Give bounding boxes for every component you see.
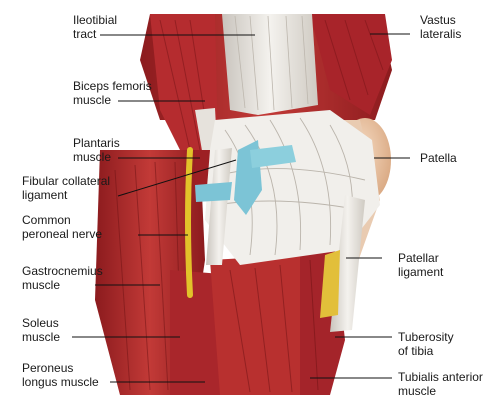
articular-cartilage: [250, 145, 296, 168]
leader-fibular: [117, 159, 237, 197]
label-iliotibial-tract: Ileotibial tract: [73, 13, 118, 41]
label-fibular-collateral: Fibular collateral ligament: [22, 174, 111, 202]
label-peroneus-longus: Peroneus longus muscle: [22, 361, 99, 389]
label-common-peroneal: Common peroneal nerve: [22, 213, 103, 241]
label-soleus: Soleus muscle: [22, 316, 61, 344]
label-patella: Patella: [420, 151, 457, 165]
label-gastrocnemius: Gastrocnemius muscle: [22, 264, 103, 292]
label-tibialis-anterior: Tubialis anterior muscle: [398, 370, 483, 398]
label-patellar-ligament: Patellar ligament: [398, 251, 444, 279]
peroneus-longus-muscle: [210, 255, 320, 395]
iliotibial-tract: [222, 14, 318, 115]
fat-pad: [320, 250, 340, 318]
patellar-ligament-band: [330, 195, 365, 332]
label-vastus-lateralis: Vastus lateralis: [420, 13, 462, 41]
label-tuberosity-tibia: Tuberosity of tibia: [398, 330, 454, 358]
label-plantaris: Plantaris muscle: [73, 136, 120, 164]
fibular-head-cartilage: [195, 182, 232, 202]
common-peroneal-nerve: [185, 147, 193, 298]
fibular-collateral-ligament: [206, 148, 232, 265]
label-biceps-femoris: Biceps femoris muscle: [73, 79, 152, 107]
